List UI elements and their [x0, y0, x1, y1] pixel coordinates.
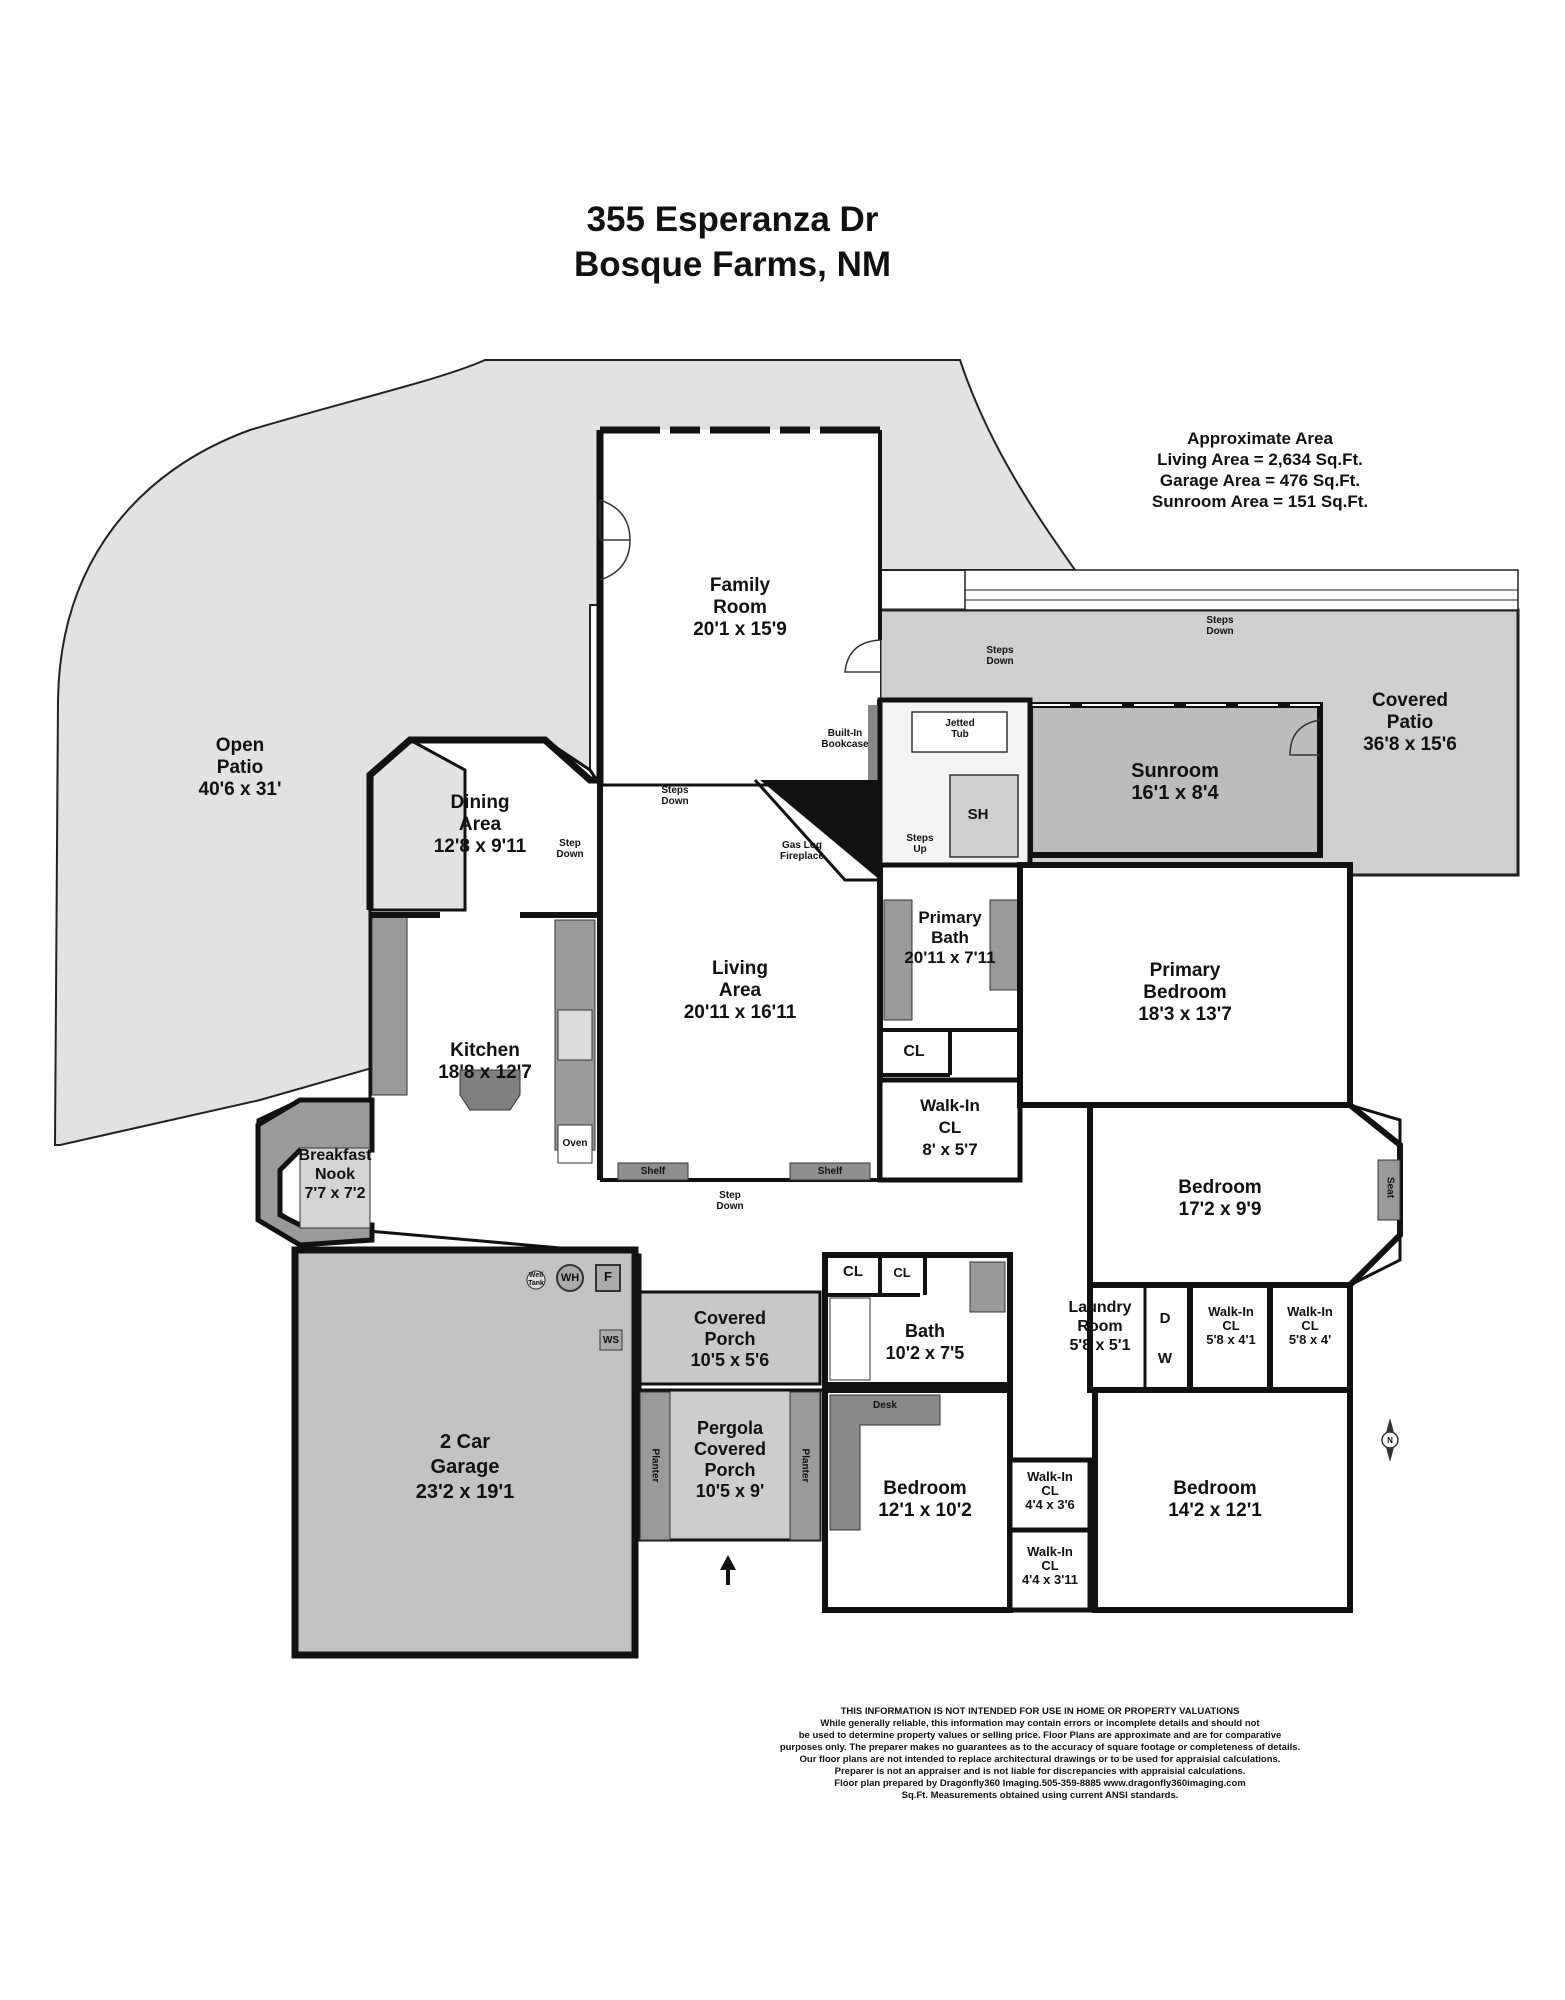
fireplace: [760, 780, 880, 880]
range: [557, 1009, 593, 1061]
bathtub: [829, 1297, 871, 1381]
area-summary: Approximate Area Living Area = 2,634 Sq.…: [1100, 428, 1420, 512]
desk-label: Desk: [873, 1400, 897, 1411]
disclaimer-line: Our floor plans are not intended to repl…: [799, 1754, 1281, 1765]
oven: [557, 1124, 593, 1164]
covered-porch-area: [638, 1290, 822, 1386]
kitchen-island: [459, 1069, 521, 1111]
disclaimer-line: be used to determine property values or …: [798, 1730, 1282, 1741]
water-softener-label: WS: [602, 1335, 620, 1346]
property-address-line1: 355 Esperanza Dr: [586, 200, 879, 239]
oven-label: Oven: [562, 1138, 588, 1149]
bath-vanity: [969, 1261, 1006, 1313]
washer-label: W: [1157, 1350, 1173, 1367]
kitchen-counter-left: [371, 914, 408, 1096]
disclaimer-line: THIS INFORMATION IS NOT INTENDED FOR USE…: [840, 1706, 1240, 1717]
disclaimer-line: While generally reliable, this informati…: [820, 1718, 1260, 1729]
dryer-label: D: [1159, 1310, 1171, 1327]
closet-label-2: CL: [893, 1265, 911, 1280]
furnace: [595, 1264, 621, 1292]
disclaimer-line: Sq.Ft. Measurements obtained using curre…: [901, 1790, 1179, 1801]
jetted-tub: [911, 711, 1008, 753]
closet-label-1: CL: [843, 1263, 863, 1280]
shelf-label-2: Shelf: [817, 1166, 843, 1177]
garage-area-text: Garage Area = 476 Sq.Ft.: [1159, 471, 1361, 490]
vanity: [883, 899, 913, 1021]
north-label: N: [1387, 1436, 1393, 1445]
disclaimer-line: Floor plan prepared by Dragonfly360 Imag…: [834, 1778, 1246, 1789]
shower-label: SH: [967, 806, 989, 823]
water-softener: [599, 1329, 623, 1351]
disclaimer-line: purposes only. The preparer makes no gua…: [779, 1742, 1301, 1753]
area-heading: Approximate Area: [1187, 429, 1333, 448]
water-heater: [556, 1264, 584, 1292]
primary-bedroom-area: [1017, 862, 1353, 1108]
living-area-text: Living Area = 2,634 Sq.Ft.: [1157, 450, 1363, 469]
shelf-label-1: Shelf: [640, 1166, 666, 1177]
disclaimer-line: Preparer is not an appraiser and is not …: [834, 1766, 1246, 1777]
well-tank: [526, 1270, 546, 1290]
planter-label-2: Planter: [799, 1448, 811, 1483]
family-room-area: [600, 430, 880, 785]
bookcase: [868, 705, 880, 780]
garage-area: [291, 1246, 639, 1659]
seat-label: Seat: [1384, 1176, 1396, 1199]
disclaimer: THIS INFORMATION IS NOT INTENDED FOR USE…: [720, 1706, 1360, 1802]
property-address-line2: Bosque Farms, NM: [574, 245, 891, 284]
shower: [949, 774, 1019, 858]
closet-label-primary: CL: [903, 1043, 925, 1060]
north-compass: [1381, 1418, 1399, 1462]
furnace-label: F: [604, 1269, 612, 1284]
water-heater-label: WH: [560, 1272, 580, 1284]
sunroom-area-text: Sunroom Area = 151 Sq.Ft.: [1151, 492, 1369, 511]
planter-label-1: Planter: [649, 1448, 661, 1483]
